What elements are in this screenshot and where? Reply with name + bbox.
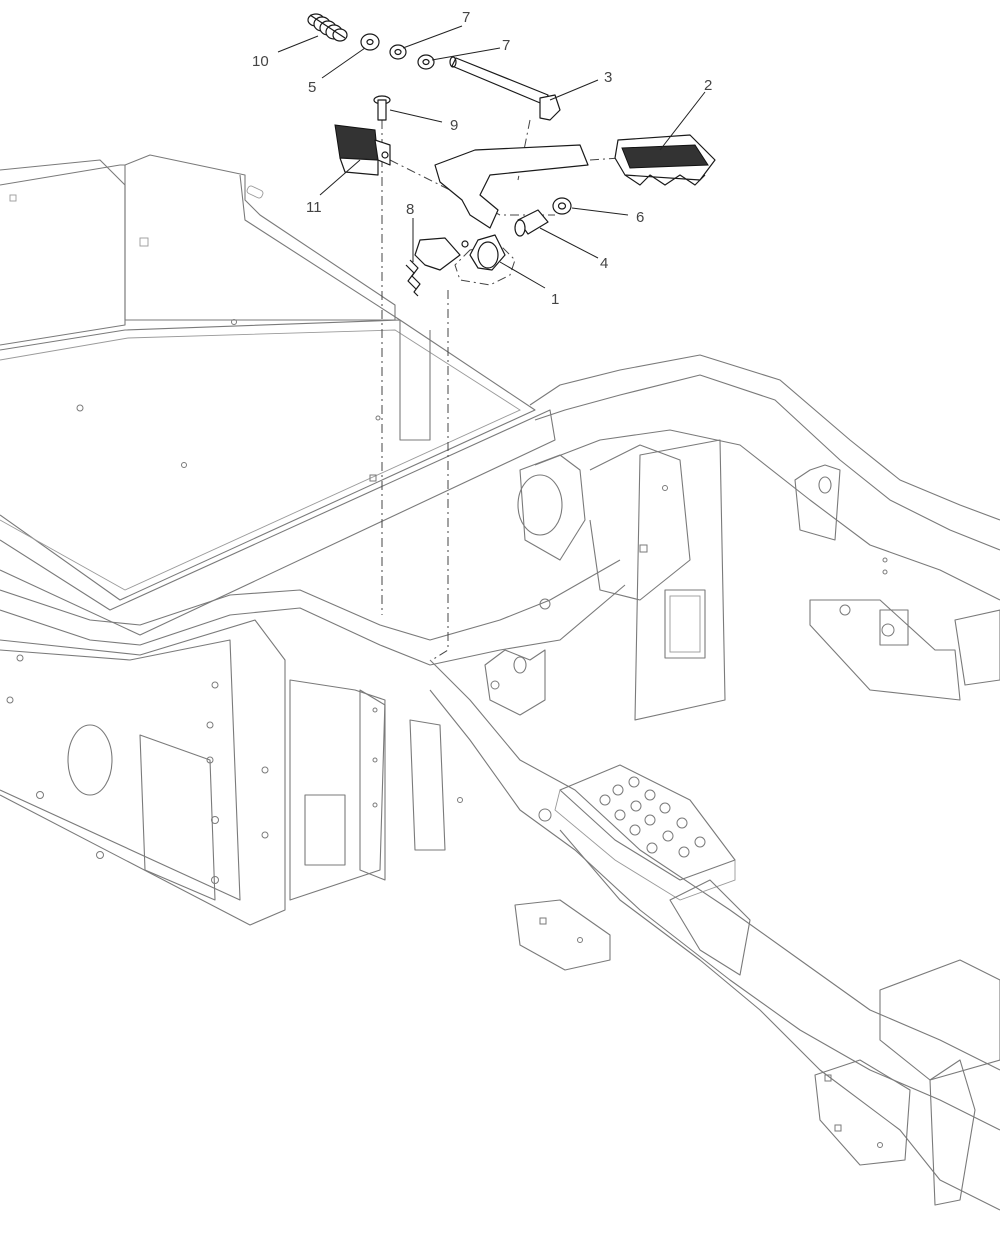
center-plate-front	[634, 439, 726, 721]
callout-leaders	[277, 25, 706, 289]
callout-11: 11	[306, 199, 322, 216]
lower-bracket-right	[814, 1059, 911, 1166]
right-clevis-bracket	[794, 464, 841, 541]
washer-part-6	[552, 197, 572, 215]
right-rail-upper	[529, 354, 1000, 521]
callout-labels: 10 5 7 7 3 2 9 11 8 6 4 1	[252, 9, 712, 308]
centerline-bushing-outline	[454, 244, 516, 286]
cab-floor	[0, 319, 536, 601]
callout-3: 3	[604, 69, 612, 86]
spring-part-10	[307, 13, 348, 42]
callout-4: 4	[600, 255, 608, 272]
panel-slot-square	[9, 194, 17, 202]
bolt-part-9	[373, 95, 391, 121]
leader-2	[659, 91, 706, 151]
middle-clevis-hole	[513, 656, 527, 674]
leader-7b	[431, 47, 501, 61]
vertical-post	[359, 689, 386, 881]
bushing-part-4	[514, 209, 549, 237]
nut-part-7-a	[389, 44, 407, 60]
callout-5: 5	[308, 79, 316, 96]
step-plate-perforations	[599, 776, 706, 858]
right-far-bracket	[954, 609, 1000, 686]
leader-6	[571, 207, 629, 216]
center-bore	[517, 474, 563, 536]
exploded-parts	[307, 13, 716, 297]
callout-8: 8	[406, 201, 414, 218]
leader-1	[499, 261, 546, 289]
step-plate-edge	[554, 789, 736, 901]
center-plate	[589, 444, 691, 601]
frame-holes	[6, 319, 895, 1148]
callout-9: 9	[450, 117, 458, 134]
callout-7b: 7	[502, 37, 510, 54]
center-access-hole	[664, 589, 706, 659]
panel-slot	[246, 185, 264, 199]
clevis-pin-hole	[818, 476, 832, 494]
right-plate-slot	[879, 609, 909, 646]
centerline-pedal-pivot	[431, 290, 449, 661]
pedal-arm-part-1	[414, 144, 589, 271]
middle-clevis-bracket	[484, 649, 546, 716]
lower-bracket-left	[514, 899, 611, 971]
center-gusset	[519, 454, 586, 561]
left-side-face	[0, 639, 241, 901]
side-channel	[409, 719, 446, 851]
step-support	[669, 879, 751, 976]
right-rail-underside	[534, 429, 1000, 601]
washer-part-5	[360, 33, 380, 51]
cab-front-lip	[0, 409, 556, 636]
right-end-box	[879, 959, 1000, 1081]
leader-11	[319, 159, 361, 196]
main-rail-upper	[0, 559, 621, 641]
assembly-centerlines	[381, 119, 621, 661]
machine-frame	[0, 154, 1000, 1211]
right-rail-lower	[534, 374, 1000, 551]
switch-part-11	[334, 124, 391, 176]
cab-side-panel	[239, 174, 431, 441]
callout-1: 1	[551, 291, 559, 308]
leader-7a	[402, 25, 463, 49]
step-plate	[559, 764, 736, 881]
lower-rail-bend-top	[429, 659, 1000, 1071]
cab-floor-inner	[0, 329, 521, 591]
clip-part-8	[405, 259, 421, 297]
right-end-post	[929, 1059, 976, 1206]
cab-rear-wall	[0, 165, 126, 346]
vertical-bracket	[289, 679, 386, 901]
vertical-bracket-slot	[304, 794, 346, 866]
right-plate	[809, 599, 961, 701]
leader-9	[389, 109, 443, 123]
leader-4	[539, 227, 599, 259]
leader-10	[277, 35, 319, 53]
nut-part-7-b	[417, 54, 435, 70]
left-side-rail	[0, 619, 286, 926]
lower-rail-bend-bottom	[429, 689, 1000, 1131]
left-lower-gusset	[139, 734, 216, 901]
left-side-bore	[67, 724, 113, 796]
callout-2: 2	[704, 77, 712, 94]
leader-3	[549, 79, 599, 101]
cab-box-outline	[0, 154, 396, 321]
main-rail-lower	[0, 584, 626, 666]
callout-6: 6	[636, 209, 644, 226]
callout-7a: 7	[462, 9, 470, 26]
center-access-hole-inner	[669, 595, 701, 653]
leader-5	[321, 47, 366, 79]
pedal-pad-part-2	[614, 134, 716, 186]
panel-slot-square	[139, 237, 149, 247]
lower-rail-underside	[559, 829, 1000, 1211]
callout-10: 10	[252, 53, 269, 70]
rod-part-3	[449, 56, 561, 121]
